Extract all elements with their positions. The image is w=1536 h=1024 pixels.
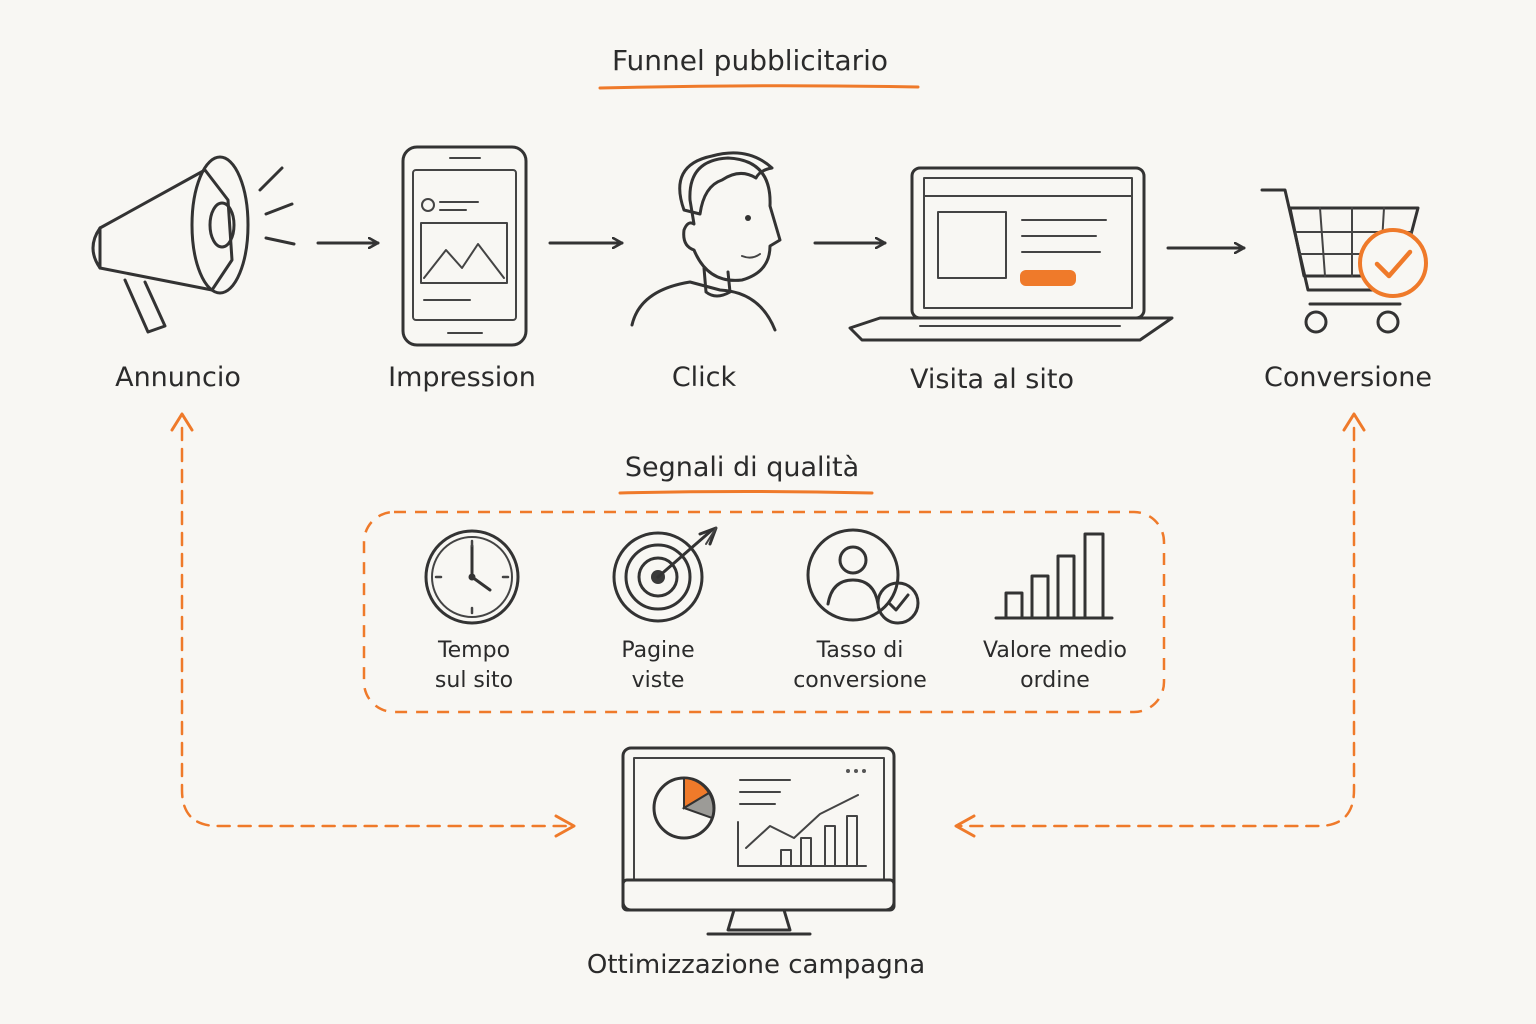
step-label-conversione: Conversione <box>1264 362 1432 393</box>
signals-title: Segnali di qualità <box>624 452 860 483</box>
signal-label-line: Pagine <box>621 638 695 663</box>
feedback-loop-left <box>180 426 574 828</box>
laptop-icon <box>848 166 1174 342</box>
signal-label-line: Tempo <box>437 638 511 663</box>
diagram-title: Funnel pubblicitario <box>611 44 889 77</box>
monitor-dashboard-icon <box>621 746 896 936</box>
signal-label-tempo: Tempo sul sito <box>435 636 513 696</box>
signal-label-pagine: Pagine viste <box>621 636 694 696</box>
signal-label-valore: Valore medio ordine <box>983 636 1127 696</box>
loop-left-arrowhead-right <box>554 814 576 838</box>
loop-right-arrowhead-left <box>954 814 976 838</box>
feedback-loop-right <box>956 426 1356 828</box>
clock-icon <box>424 529 520 625</box>
user-check-icon <box>806 528 920 625</box>
signals-box <box>362 510 1166 714</box>
loop-left-arrowhead-up <box>170 412 194 432</box>
bar-chart-icon <box>994 532 1114 620</box>
shopping-cart-check-icon <box>1260 188 1428 334</box>
step-label-impression: Impression <box>388 362 536 393</box>
signal-label-tasso: Tasso di conversione <box>793 636 927 696</box>
signals-title-underline <box>618 490 874 495</box>
person-icon <box>630 151 782 332</box>
title-underline <box>598 84 920 90</box>
step-label-click: Click <box>671 362 737 393</box>
signal-label-line: conversione <box>793 668 927 693</box>
signal-label-line: ordine <box>1020 668 1090 693</box>
step-label-visita-al-sito: Visita al sito <box>910 364 1074 395</box>
signal-label-line: viste <box>631 668 685 693</box>
smartphone-icon <box>401 145 528 347</box>
signal-label-line: sul sito <box>434 668 514 693</box>
loop-right-arrowhead-up <box>1342 412 1366 432</box>
optimization-label: Ottimizzazione campagna <box>586 950 926 980</box>
signal-label-line: Tasso di <box>816 638 904 663</box>
target-icon <box>612 526 718 623</box>
step-label-annuncio: Annuncio <box>115 362 241 393</box>
megaphone-icon <box>91 155 296 334</box>
signal-label-line: Valore medio <box>983 638 1127 663</box>
